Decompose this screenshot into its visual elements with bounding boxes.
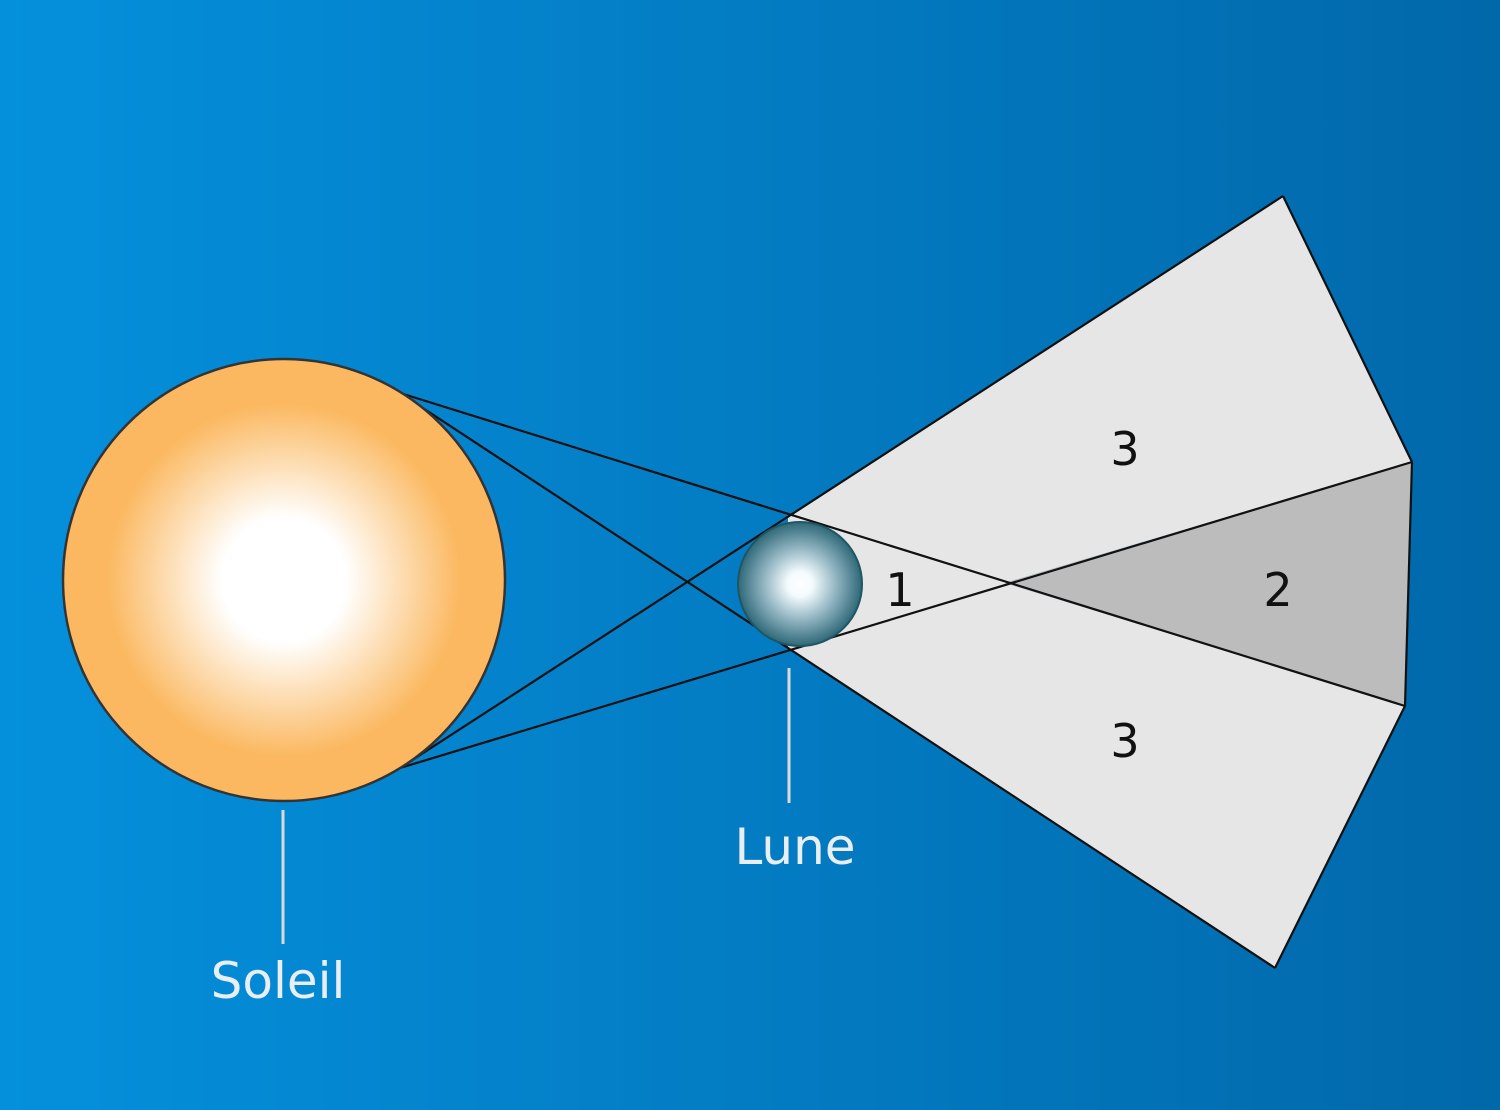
sun-label: Soleil: [211, 952, 346, 1010]
shadow-edges: [1274, 195, 1414, 969]
moon-body: [737, 521, 863, 647]
ray-lower-outer: [399, 460, 1413, 770]
umbra-extension-region: [1005, 462, 1412, 706]
zone-2-label: 2: [1263, 563, 1292, 617]
light-rays: [399, 195, 1413, 969]
zone-1-label: 1: [885, 563, 914, 617]
moon-label: Lune: [734, 818, 855, 876]
zone-3-top-label: 3: [1110, 422, 1139, 476]
penumbra-region: [788, 196, 1412, 968]
zone-3-bottom-label: 3: [1110, 714, 1139, 768]
ray-upper-outer: [399, 391, 1406, 708]
sun-body: [61, 357, 507, 803]
ray-upper-inner: [399, 392, 1276, 969]
ray-lower-inner: [399, 195, 1284, 769]
